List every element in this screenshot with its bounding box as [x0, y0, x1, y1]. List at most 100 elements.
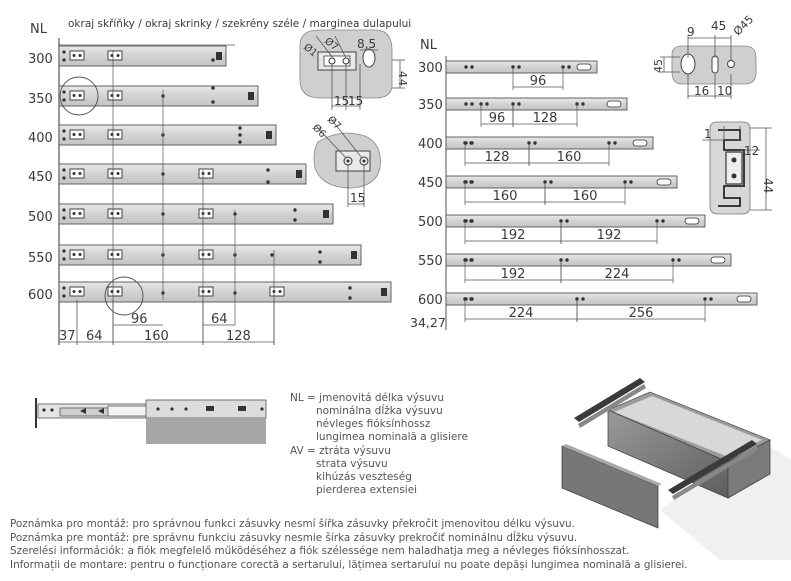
right-rail: [445, 97, 628, 111]
dim-4-a: 4: [396, 79, 409, 86]
left-rail-length-label: 500: [28, 210, 53, 225]
dim-64-inner: 64: [211, 312, 228, 327]
right-rail-dimension: 128: [485, 150, 510, 165]
dim-8-5: 8,5: [357, 37, 376, 51]
cabinet-edge-label: okraj skříňky / okraj skrinky / szekrény…: [68, 18, 411, 30]
dim-12: 12: [744, 144, 759, 158]
right-rail-dimension: 192: [597, 228, 622, 243]
dim-37: 37: [59, 329, 76, 344]
right-rail-length-label: 300: [418, 61, 443, 76]
right-rail-row: 600 224 256: [418, 292, 758, 322]
left-rail-length-label: 450: [28, 170, 53, 185]
right-rail-length-label: 500: [418, 215, 443, 230]
left-rail-row: 300: [28, 45, 227, 67]
legend-nl-line: névleges fióksínhossz: [316, 418, 431, 430]
dim-10: 10: [717, 84, 732, 98]
dim-96: 96: [131, 312, 148, 327]
left-rail-length-label: 400: [28, 131, 53, 146]
left-rail-length-label: 600: [28, 288, 53, 303]
right-rail-dimension: 128: [533, 111, 558, 126]
right-rail: [445, 253, 732, 267]
dim-15-mid: 15: [350, 191, 365, 205]
left-rails: 300 350 400 450 500 550 600: [28, 45, 392, 345]
dim-1: 1: [704, 127, 712, 141]
dim-160: 160: [144, 329, 169, 344]
left-rail-row: 500: [28, 203, 334, 225]
mounting-notes: Poznámka pro montáž: pro správnou funkci…: [10, 518, 688, 572]
right-rail-dimension: 192: [501, 267, 526, 282]
detail-bracket-middle: Ø6 Ø7 15: [310, 114, 381, 207]
dim-45-top: 45: [711, 19, 726, 33]
right-rail: [445, 136, 654, 150]
nl-label-right: NL: [420, 38, 438, 53]
drawer-illustration: [561, 378, 791, 560]
dim-34-27: 34,27: [410, 315, 446, 330]
dim-d45: Ø45: [731, 13, 756, 38]
left-rail: [58, 203, 334, 225]
right-rail-row: 350 96 128: [418, 97, 628, 127]
legend-nl-line: NL = jmenovitá délka výsuvu: [290, 392, 445, 404]
dim-9: 9: [687, 25, 695, 39]
legend-av-line: pierderea extensiei: [316, 484, 418, 496]
dim-d7-mid: Ø7: [325, 114, 344, 133]
dim-64: 64: [86, 329, 103, 344]
legend-av-line: strata výsuvu: [316, 458, 388, 470]
dim-15-b: 15: [348, 94, 363, 108]
right-rail-length-label: 550: [418, 254, 443, 269]
note-ro: Informații de montare: pentru o funcțion…: [10, 558, 688, 571]
left-rail-length-label: 350: [28, 92, 53, 107]
legend-av: AV = ztráta výsuvu strata výsuvu kihúzás…: [290, 445, 417, 497]
right-rail-dimension: 96: [530, 74, 547, 89]
right-rail-dimension: 192: [501, 228, 526, 243]
legend-nl-line: lungimea nominală a glisiere: [316, 431, 468, 443]
dim-4-5-side: 45: [652, 59, 665, 73]
dim-15-a: 15: [334, 94, 349, 108]
note-cz: Poznámka pro montáž: pro správnou funkci…: [10, 518, 575, 530]
right-rail-row: 300 96: [418, 60, 598, 90]
note-sk: Poznámka pre montáž: pre správnu funkciu…: [10, 531, 578, 544]
right-rail-dimension: 256: [629, 306, 654, 321]
extended-slide-view: [35, 398, 267, 444]
right-rail-dimension: 224: [605, 267, 630, 282]
left-rail-row: 350: [28, 85, 259, 107]
left-rail-row: 400: [28, 124, 277, 146]
right-rail-dimension: 160: [557, 150, 582, 165]
left-rail-length-label: 300: [28, 52, 53, 67]
legend-av-line: kihúzás veszteség: [316, 471, 412, 483]
detail-bracket-right: 9 45 Ø45 45 16 10: [652, 13, 757, 99]
right-rail-row: 550 192 224: [418, 253, 732, 283]
left-rails-diagram: NL okraj skříňky / okraj skrinky / szekr…: [28, 18, 411, 345]
right-rail-length-label: 350: [418, 98, 443, 113]
right-rail-length-label: 400: [418, 137, 443, 152]
right-rail-dimension: 96: [489, 111, 506, 126]
legend-nl: NL = jmenovitá délka výsuvu nominálna dĺ…: [290, 392, 468, 444]
note-hu: Szerelési információk: a fiók megfelelő …: [10, 545, 630, 558]
right-rail: [445, 214, 706, 228]
right-rail-length-label: 600: [418, 293, 443, 308]
right-rail-length-label: 450: [418, 176, 443, 191]
detail-marker-circle-bottom: [104, 276, 144, 316]
detail-bracket-top: Ø1 Ø7 8,5 4 4 15 15: [299, 29, 409, 110]
right-rail-dimension: 160: [573, 189, 598, 204]
left-rail-length-label: 550: [28, 251, 53, 266]
left-rail-row: 600: [28, 281, 392, 303]
right-rail-dimension: 224: [509, 306, 534, 321]
left-bottom-dimensions: 37 64 160 128 96 64: [58, 300, 275, 345]
left-rail: [58, 124, 277, 146]
right-rail: [445, 292, 758, 306]
right-rail: [445, 60, 598, 74]
right-rail-row: 400 128 160: [418, 136, 654, 166]
right-rail: [445, 175, 678, 189]
left-rail-row: 550: [28, 244, 362, 266]
rail-profile-section: 1 12 44: [702, 121, 775, 215]
dim-16: 16: [694, 84, 709, 98]
dim-128: 128: [226, 329, 251, 344]
left-rail-row: 450: [28, 163, 307, 185]
left-rail: [58, 281, 392, 303]
detail-marker-circle-top: [59, 76, 99, 116]
left-rail: [58, 45, 227, 67]
